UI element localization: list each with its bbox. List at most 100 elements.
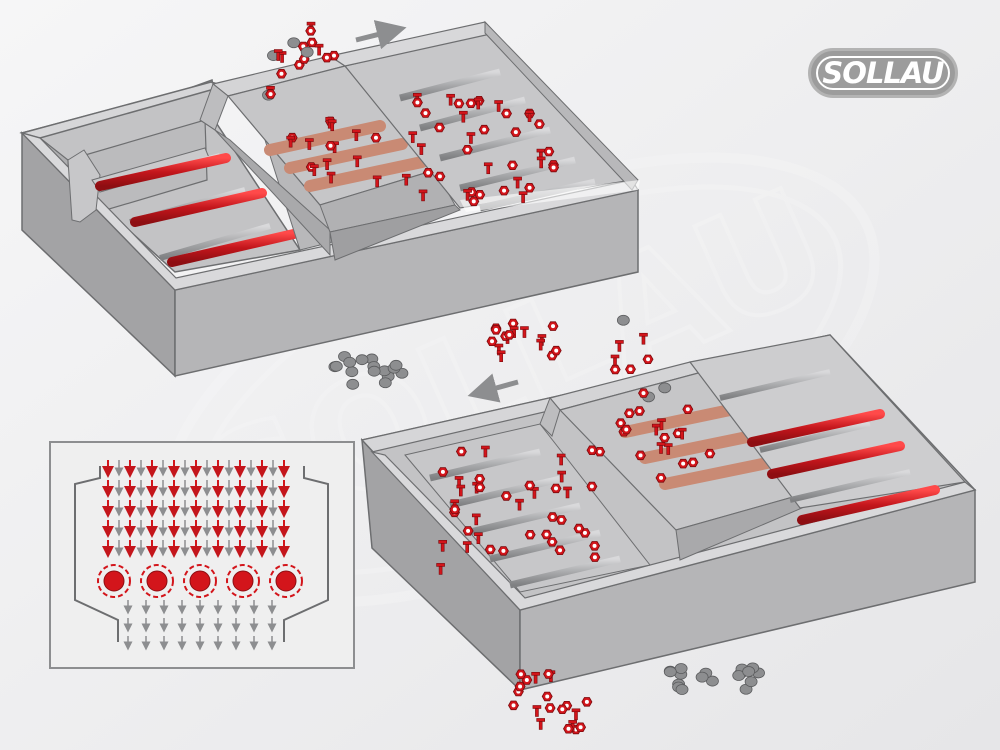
ferrous-screw-head: [515, 498, 524, 503]
ferrous-screw-shank: [448, 96, 453, 106]
ferrous-screw-shank: [565, 489, 570, 499]
ferrous-nut-hole: [494, 327, 499, 332]
ferrous-screw-shank: [522, 329, 527, 338]
ferrous-screw-head: [327, 119, 337, 124]
ferrous-nut-hole: [302, 56, 307, 61]
ferrous-screw-shank: [440, 543, 445, 552]
ferrous-screw-shank: [312, 167, 317, 176]
ferrous-nut-hole: [482, 127, 487, 132]
ferrous-screw-head: [273, 49, 283, 53]
ferrous-screw-head: [372, 175, 382, 180]
ferrous-screw-shank: [666, 446, 671, 455]
ferrous-screw-head: [531, 671, 540, 676]
ferrous-screw-shank: [559, 473, 564, 483]
ferrous-nut-hole: [628, 367, 633, 372]
ferrous-screw-head: [326, 171, 336, 176]
inset-magnets: [97, 564, 303, 598]
ferrous-nut-hole: [681, 461, 686, 466]
ferrous-screw-shank: [613, 357, 617, 367]
ferrous-screw-shank: [330, 122, 335, 132]
ferrous-nut-hole: [310, 40, 315, 45]
ferrous-nut-hole: [511, 703, 516, 708]
ferrous-screw-shank: [659, 445, 663, 454]
ferrous-nut-hole: [437, 174, 442, 179]
ferrous-screw-shank: [410, 134, 415, 143]
ferrous-screw-shank: [521, 194, 525, 203]
inset-flow-arrows: [102, 460, 290, 651]
ferrous-screw-shank: [288, 138, 293, 148]
ferrous-screw-head: [568, 720, 577, 724]
ferrous-nut-hole: [490, 339, 495, 344]
ferrous-screw-shank: [654, 426, 659, 436]
ferrous-screw-shank: [574, 711, 578, 721]
ferrous-screw-head: [286, 135, 295, 140]
ferrous-screw-head: [417, 143, 426, 147]
ferrous-nut-hole: [524, 677, 529, 682]
ferrous-screw-head: [663, 443, 673, 447]
ferrous-screw-head: [571, 708, 581, 713]
ferrous-screw-head: [509, 326, 519, 330]
ferrous-screw-head: [639, 332, 648, 337]
ferrous-screw-head: [306, 21, 316, 26]
ferrous-screw-shank: [559, 456, 563, 466]
ferrous-screw-head: [518, 191, 528, 195]
ferrous-screw-head: [481, 445, 490, 450]
ferrous-nut-hole: [527, 185, 532, 190]
ferrous-screw-head: [462, 541, 472, 545]
ferrous-screw-head: [454, 476, 464, 480]
ferrous-nut-hole: [518, 684, 523, 689]
nonferrous-particle: [329, 360, 343, 372]
ferrous-nut-hole: [466, 528, 471, 533]
ferrous-screw-head: [536, 156, 546, 161]
ferrous-nut-hole: [544, 532, 549, 537]
ferrous-nut-hole: [423, 111, 428, 116]
ferrous-screw-head: [310, 164, 319, 168]
ferrous-nut-hole: [297, 62, 302, 67]
ferrous-screw-shank: [317, 46, 321, 56]
ferrous-screw-head: [494, 100, 503, 104]
ferrous-nut-hole: [471, 199, 476, 204]
ferrous-screw-shank: [476, 100, 481, 110]
ferrous-nut-hole: [415, 100, 420, 105]
ferrous-nut-hole: [504, 494, 509, 499]
ferrous-nut-hole: [477, 192, 482, 197]
ferrous-nut-hole: [546, 671, 551, 676]
nonferrous-particle: [378, 377, 392, 389]
ferrous-screw-head: [677, 427, 687, 432]
nonferrous-particle: [389, 359, 403, 371]
ferrous-nut-hole: [592, 555, 597, 560]
ferrous-screw-shank: [474, 516, 479, 526]
ferrous-screw-shank: [538, 721, 543, 730]
ferrous-screw-head: [463, 189, 472, 193]
ferrous-screw-head: [412, 93, 422, 97]
ferrous-nut-hole: [584, 699, 589, 704]
ferrous-nut-hole: [559, 517, 564, 522]
ferrous-screw-head: [305, 138, 314, 142]
ferrous-nut-hole: [546, 149, 551, 154]
ferrous-screw-shank: [276, 52, 281, 61]
ferrous-screw-head: [656, 442, 666, 446]
lower-flow-arrow: [467, 373, 519, 403]
ferrous-nut-hole: [279, 71, 284, 76]
ferrous-screw-shank: [354, 132, 359, 141]
ferrous-nut-hole: [637, 408, 642, 413]
ferrous-screw-shank: [527, 113, 532, 122]
ferrous-screw-head: [536, 338, 545, 343]
ferrous-screw-shank: [499, 353, 503, 363]
ferrous-screw-shank: [469, 135, 473, 144]
ferrous-nut-hole: [589, 448, 594, 453]
ferrous-screw-shank: [515, 179, 520, 189]
brand-logo-text: SOLLAU: [822, 56, 944, 90]
ferrous-screw-shank: [280, 54, 284, 63]
ferrous-nut-hole: [550, 539, 555, 544]
ferrous-nut-hole: [707, 451, 712, 456]
ferrous-nut-hole: [477, 476, 482, 481]
ferrous-screw-head: [513, 176, 522, 181]
ferrous-nut-hole: [537, 122, 542, 127]
ferrous-nut-hole: [548, 705, 553, 710]
nonferrous-particle: [300, 46, 314, 58]
ferrous-screw-head: [520, 326, 529, 330]
nonferrous-particle: [616, 314, 630, 326]
ferrous-screw-head: [446, 93, 455, 98]
